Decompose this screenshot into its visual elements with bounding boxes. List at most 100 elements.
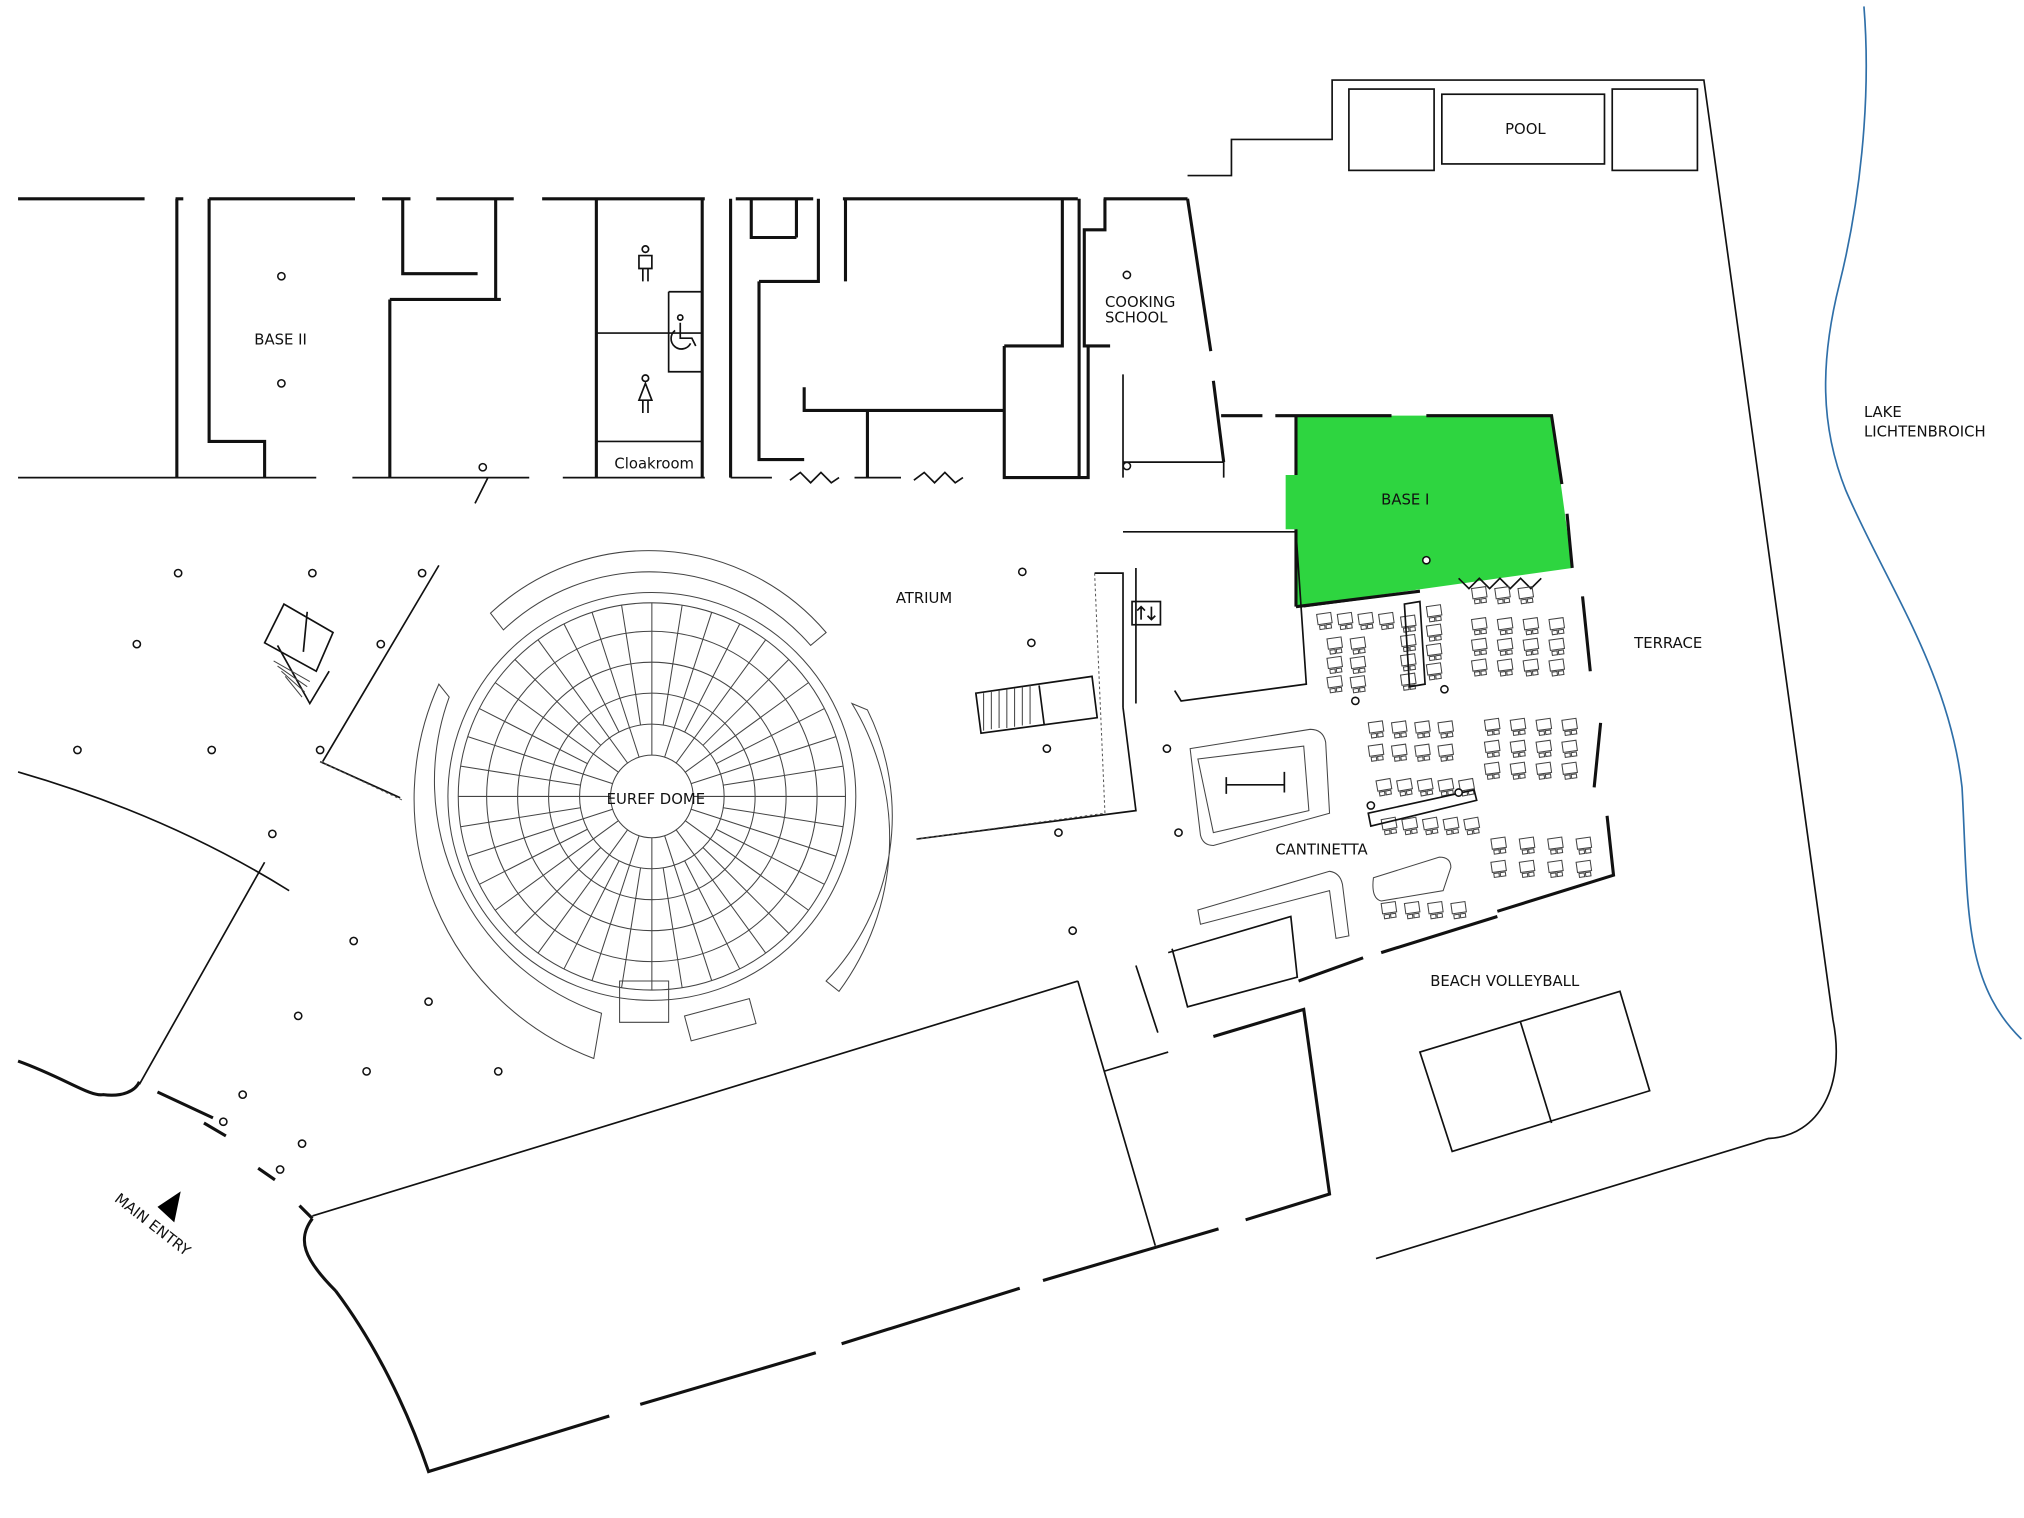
dome-seat-divider [664,612,713,758]
elevator-icon [1131,600,1162,626]
chair [1544,751,1552,758]
chair [1578,872,1586,879]
table-top [1425,623,1443,637]
table-top [1535,739,1553,754]
label-base-i[interactable]: BASE I [1381,492,1429,509]
table-top [1427,901,1444,915]
table-top [1414,720,1431,734]
chair [1499,629,1507,636]
table [1326,675,1344,694]
table [1490,836,1507,855]
dome-seat-divider [675,829,767,954]
chair [1435,615,1442,622]
table [1414,743,1431,762]
table-top [1518,859,1536,874]
dome-ring [447,591,857,1001]
chair [1578,849,1586,855]
dome-seat-divider [467,808,613,857]
table-top [1421,816,1439,831]
dome-seat-divider [675,639,767,764]
table [1427,901,1444,920]
table [1561,739,1578,758]
dome-seat-divider [537,639,629,764]
chair [1550,872,1557,879]
column [267,829,277,839]
column [277,378,286,388]
chair [1531,649,1539,656]
column [1122,461,1132,471]
column [218,1117,228,1127]
dome-seat-divider [690,736,837,785]
dome-seat-divider [723,807,844,828]
table-top [1401,816,1419,831]
chair [1473,670,1481,677]
dome-seat-divider [662,867,683,988]
table-top [1390,720,1408,734]
table-top [1548,617,1566,631]
table-top [1414,743,1431,757]
table [1517,586,1535,605]
base-i-area[interactable] [1285,415,1573,607]
dome-seat-divider [684,682,809,773]
chair [1480,597,1488,604]
label-pool: POOL [1505,121,1546,138]
table-top [1494,586,1511,600]
table [1442,816,1460,836]
table-top [1326,636,1344,650]
chair [1410,828,1418,835]
table-top [1336,611,1354,626]
table-top [1490,836,1507,850]
chair [1413,912,1420,919]
table [1535,717,1553,737]
chair [1557,649,1565,656]
chair [1376,755,1384,761]
table [1437,743,1455,762]
table-top [1470,617,1488,631]
table-top [1518,836,1536,850]
column [1440,684,1449,694]
table [1401,816,1419,836]
table [1522,637,1540,656]
label-main-entry: MAIN ENTRY [111,1190,194,1260]
table-top [1450,901,1467,915]
column [1454,788,1464,797]
euref-dome[interactable] [447,591,857,1001]
chair [1378,790,1386,797]
chair [1557,628,1565,635]
chair [1551,629,1559,636]
chair [1436,912,1444,919]
chair [1512,774,1520,780]
label-base-ii: BASE II [254,332,307,349]
chair [1480,649,1488,656]
table-top [1403,901,1421,915]
table [1494,586,1511,605]
chair [1358,648,1366,654]
chair [1499,650,1507,656]
chair [1527,871,1535,878]
chair [1503,597,1511,604]
chair [1423,755,1431,761]
chair [1518,729,1526,736]
chair [1400,731,1408,738]
table-top [1399,614,1417,628]
table-top [1522,658,1540,672]
dome-seat-divider [723,765,844,786]
chair [1486,774,1494,780]
chair [1390,828,1398,835]
chair [1506,628,1513,635]
dome-seat-divider [684,860,741,970]
table [1522,658,1540,677]
column [73,745,82,755]
chair [1512,730,1520,737]
chair [1480,670,1488,676]
table [1483,739,1501,758]
chair [1428,616,1436,623]
dome-seat-divider [662,605,683,726]
chair [1423,731,1431,738]
table [1548,658,1566,677]
chair [1556,848,1564,854]
dome-seat-divider [684,623,741,733]
table [1399,614,1417,633]
chair [1335,648,1343,654]
column [297,1139,307,1149]
